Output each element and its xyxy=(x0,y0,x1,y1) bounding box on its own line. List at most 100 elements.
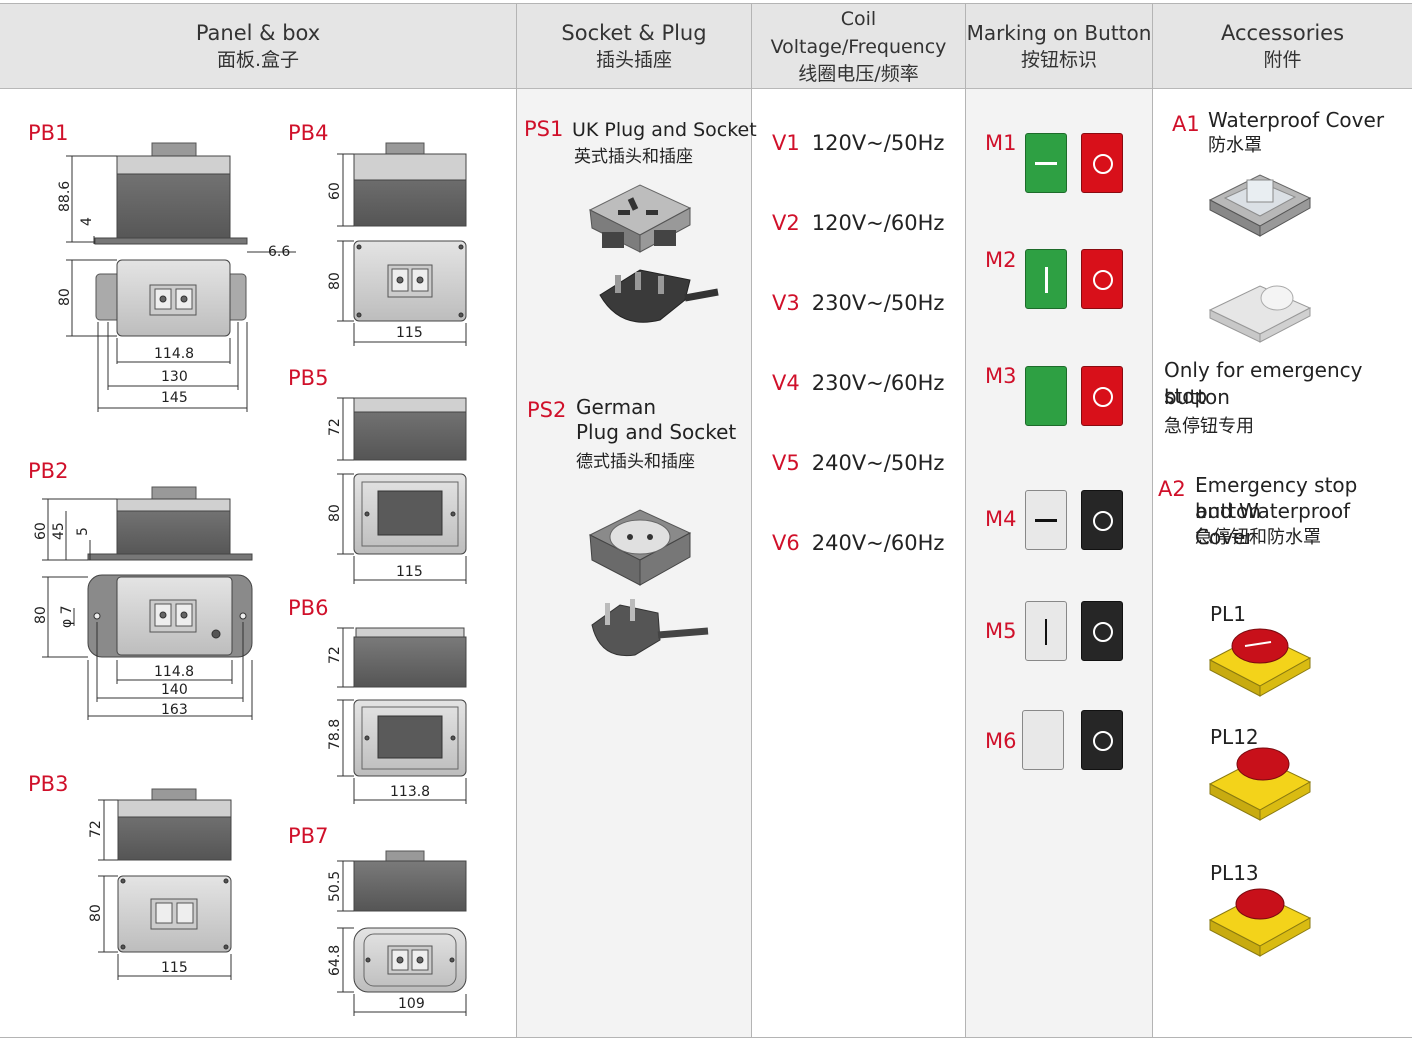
pb7-dim: 64.8 xyxy=(327,945,343,976)
pb3-dim: 115 xyxy=(161,960,188,976)
m6-black-ring-button xyxy=(1081,710,1123,770)
pl13-label: PL13 xyxy=(1210,861,1259,885)
m2-code: M2 xyxy=(985,248,1017,272)
ps1-name-cn: 英式插头和插座 xyxy=(574,147,693,167)
voltage-code: V4 xyxy=(772,371,800,395)
emergency-stop-button-pl13-image xyxy=(1208,888,1312,957)
pb4-dim: 115 xyxy=(396,325,423,341)
pb2-label: PB2 xyxy=(28,459,68,483)
voltage-row: V4 230V~/60Hz xyxy=(772,370,944,396)
pb6-drawing xyxy=(337,627,467,804)
voltage-row: V5 240V~/50Hz xyxy=(772,450,944,476)
ring-symbol xyxy=(1093,387,1113,407)
voltage-value: 120V~/50Hz xyxy=(811,131,945,155)
header-cn: 按钮标识 xyxy=(1020,48,1097,71)
pb5-dim: 80 xyxy=(327,504,343,522)
waterproof-cover-image xyxy=(1208,174,1312,237)
pb7-dim: 50.5 xyxy=(327,871,343,902)
m6-code: M6 xyxy=(985,729,1017,753)
m4-code: M4 xyxy=(985,507,1017,531)
voltage-code: V2 xyxy=(772,211,800,235)
pb5-label: PB5 xyxy=(288,366,328,390)
column-divider xyxy=(1152,3,1153,1037)
table-bottom-border xyxy=(0,1037,1412,1038)
pb2-dim: 80 xyxy=(33,606,49,624)
pb2-side-view xyxy=(42,486,253,561)
ps1-code: PS1 xyxy=(524,117,564,141)
m4-black-ring-button xyxy=(1081,490,1123,550)
header-en: Socket & Plug xyxy=(561,20,707,45)
a2-line2: and Waterproof Cover xyxy=(1195,499,1351,549)
pb4-dim: 60 xyxy=(327,182,343,200)
pb7-label: PB7 xyxy=(288,824,328,848)
m5-white-bar-button xyxy=(1025,601,1067,661)
pb7-drawing xyxy=(337,850,467,1016)
pb6-label: PB6 xyxy=(288,596,328,620)
pb1-dim: 4 xyxy=(79,217,95,226)
m2-red-ring-button xyxy=(1081,249,1123,309)
m6-white-blank-button xyxy=(1022,710,1064,770)
m1-code: M1 xyxy=(985,131,1017,155)
table-top-border xyxy=(0,3,1412,4)
pb6-dim: 113.8 xyxy=(390,784,430,800)
ring-symbol xyxy=(1093,511,1113,531)
german-plug-socket-image xyxy=(588,509,709,657)
uk-plug-socket-image xyxy=(588,184,719,323)
m2-green-bar-button xyxy=(1025,249,1067,309)
a2-cn: 急停钮和防水罩 xyxy=(1195,527,1321,548)
m5-black-ring-button xyxy=(1081,601,1123,661)
voltage-value: 230V~/60Hz xyxy=(811,371,945,395)
header-marking: Marking on Button 按钮标识 xyxy=(965,3,1153,89)
ps2-name-line2: Plug and Socket xyxy=(576,420,737,444)
pb2-dim: 45 xyxy=(51,522,67,540)
m3-green-blank-button xyxy=(1025,366,1067,426)
marking-column-bg xyxy=(965,89,1152,1037)
pb3-side-view xyxy=(98,788,232,861)
pb4-label: PB4 xyxy=(288,121,328,145)
emergency-stop-button-pl12-image xyxy=(1208,747,1312,821)
pb1-dim: 88.6 xyxy=(57,181,73,212)
bar-symbol xyxy=(1045,267,1048,293)
pb2-dim: 163 xyxy=(161,702,188,718)
note-line2: button xyxy=(1164,385,1230,409)
pb2-dim: 5 xyxy=(75,527,91,536)
bar-symbol xyxy=(1045,619,1047,645)
m4-white-dash-button xyxy=(1025,490,1067,550)
m5-code: M5 xyxy=(985,619,1017,643)
note-line1: Only for emergency stop xyxy=(1164,358,1363,408)
header-cn: 面板.盒子 xyxy=(216,48,300,71)
voltage-value: 240V~/50Hz xyxy=(811,451,945,475)
a1-code: A1 xyxy=(1172,112,1200,136)
emergency-stop-button-pl1-image xyxy=(1208,628,1312,697)
pb2-dim: φ 7 xyxy=(59,605,75,628)
pb2-dim: 60 xyxy=(33,522,49,540)
ring-symbol xyxy=(1093,731,1113,751)
pb2-top-view xyxy=(42,574,253,720)
ring-symbol xyxy=(1093,622,1113,642)
pb1-dim: 6.6 xyxy=(268,244,290,260)
pl1-label: PL1 xyxy=(1210,602,1246,626)
ps2-name-cn: 德式插头和插座 xyxy=(576,452,695,472)
pb3-dim: 80 xyxy=(88,904,104,922)
column-divider xyxy=(751,3,752,1037)
column-divider xyxy=(965,3,966,1037)
header-cn: 插头插座 xyxy=(595,48,672,71)
note-cn: 急停钮专用 xyxy=(1164,416,1254,437)
pb1-dim: 80 xyxy=(57,288,73,306)
voltage-code: V6 xyxy=(772,531,800,555)
voltage-code: V5 xyxy=(772,451,800,475)
dash-symbol xyxy=(1035,162,1057,165)
pb1-side-view xyxy=(66,142,296,253)
header-en: Marking on Button xyxy=(966,20,1152,45)
m1-red-ring-button xyxy=(1081,133,1123,193)
column-divider xyxy=(516,3,517,1037)
header-en: Accessories xyxy=(1220,20,1345,45)
pb1-dim: 114.8 xyxy=(154,346,194,362)
ps2-code: PS2 xyxy=(527,398,567,422)
emergency-cover-image xyxy=(1208,285,1312,343)
pl12-label: PL12 xyxy=(1210,725,1259,749)
header-en: Coil Voltage/Frequency xyxy=(770,7,947,58)
